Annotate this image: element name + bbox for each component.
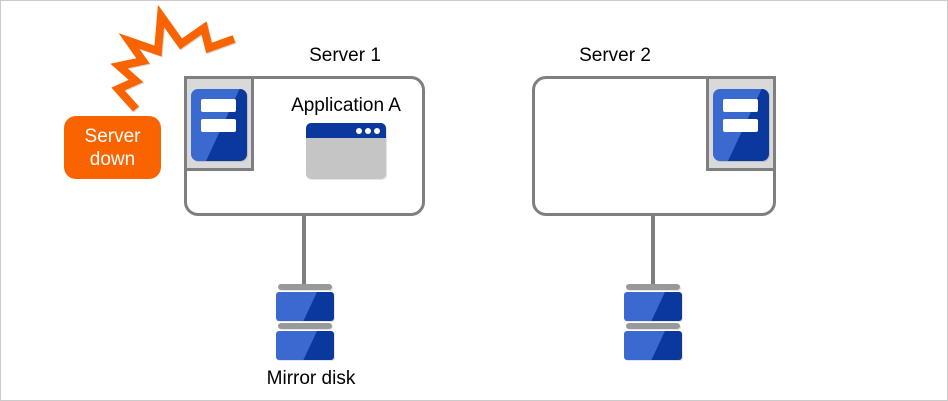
server-tower-icon [191, 89, 247, 161]
mirror-disk-label: Mirror disk [266, 368, 356, 389]
disk-bar [278, 284, 332, 290]
app-window-body [306, 138, 386, 179]
server-down-badge-line2: down [89, 148, 136, 170]
tower-slot [723, 99, 758, 112]
application-a-label: Application A [291, 95, 401, 116]
titlebar-dot [374, 127, 380, 134]
server2-mirror-disk-icon [624, 284, 682, 360]
titlebar-dot [365, 127, 371, 134]
server2-icon-panel [706, 76, 776, 171]
disk-platter [624, 331, 682, 360]
server1-mirror-disk-icon [276, 284, 334, 360]
server1-title: Server 1 [309, 45, 381, 66]
server-tower-icon [713, 89, 769, 161]
server1-disk-connector [302, 216, 306, 284]
crash-flash-icon [110, 5, 236, 112]
tower-slot [201, 119, 236, 132]
server2-disk-connector [651, 216, 655, 284]
server-down-badge-line1: Server [84, 125, 141, 147]
titlebar-dot [356, 127, 362, 134]
server2-title: Server 2 [579, 45, 651, 66]
disk-platter [624, 292, 682, 321]
disk-platter [276, 331, 334, 360]
tower-slot [201, 99, 236, 112]
disk-platter [276, 292, 334, 321]
disk-bar [278, 323, 332, 329]
disk-bar [626, 284, 680, 290]
server-down-badge: Server down [64, 116, 161, 179]
app-window-icon [306, 123, 386, 179]
disk-bar [626, 323, 680, 329]
tower-slot [723, 119, 758, 132]
app-window-titlebar [306, 123, 386, 138]
server1-icon-panel [184, 76, 254, 171]
